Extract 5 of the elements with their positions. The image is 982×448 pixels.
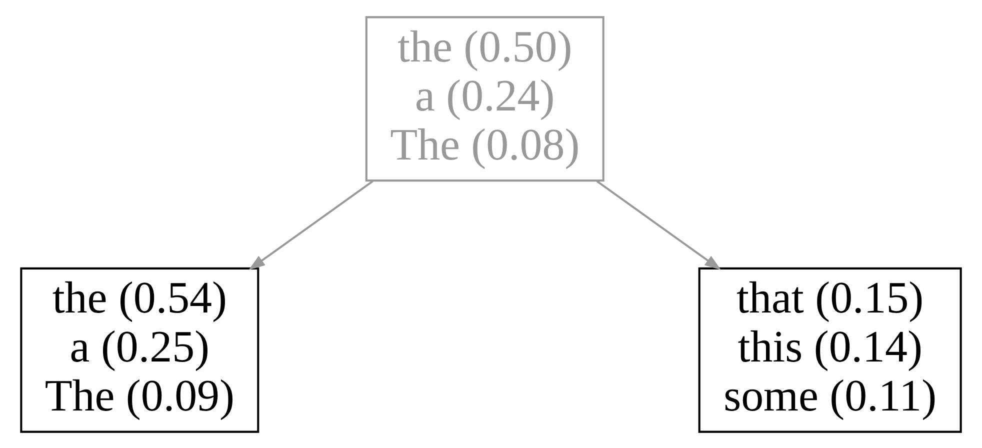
node-box: that (0.15) this (0.14) some (0.11): [698, 266, 962, 432]
node-box: the (0.50) a (0.24) The (0.08): [365, 16, 604, 182]
arrow: [248, 180, 374, 270]
arrow: [596, 180, 722, 270]
node-box: the (0.54) a (0.25) The (0.09): [20, 266, 260, 432]
